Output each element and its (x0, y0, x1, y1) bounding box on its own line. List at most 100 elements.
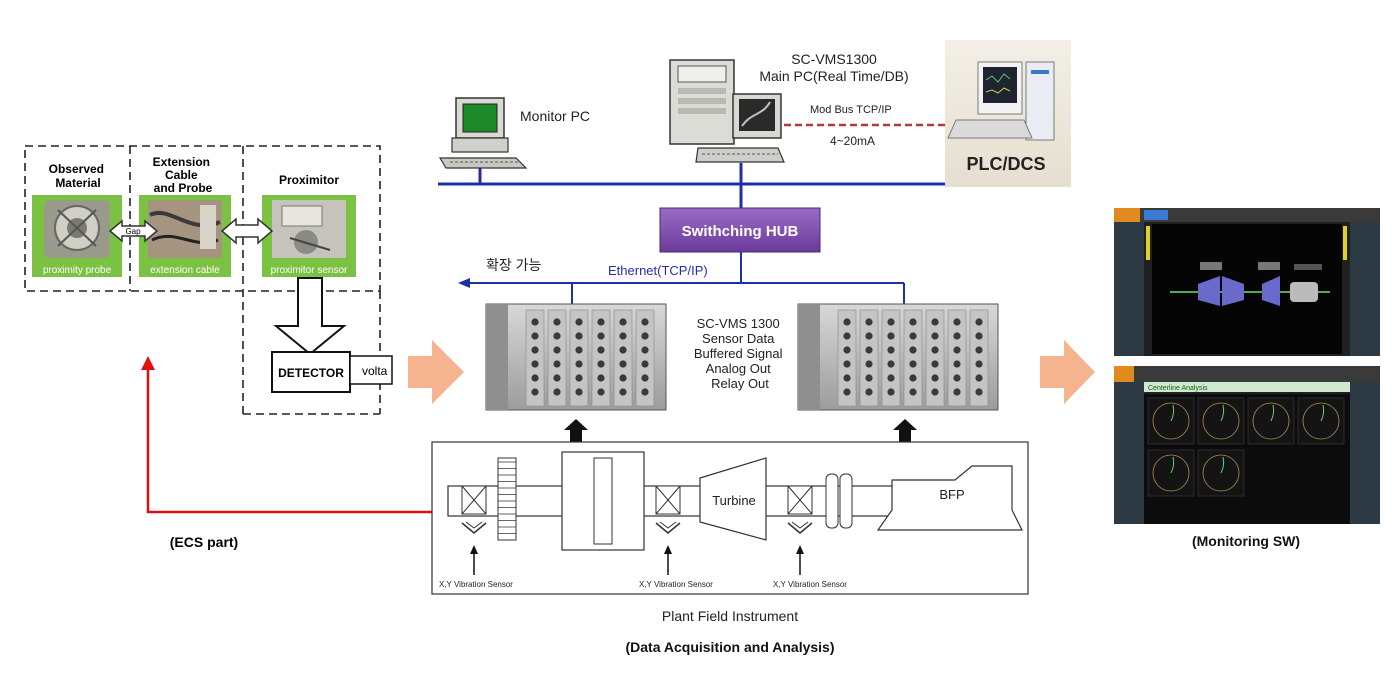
extension-cable-caption: extension cable (150, 265, 220, 276)
rack-connector (931, 318, 939, 326)
bfp-shape (876, 465, 1023, 531)
rack-connector (909, 318, 917, 326)
centerline-analysis-title: Centerline Analysis (1148, 385, 1208, 392)
rack-description: SC-VMS 1300 Sensor Data Buffered Signal … (694, 316, 786, 391)
rack-connector (975, 346, 983, 354)
proximitor-sensor-caption: proximitor sensor (271, 265, 348, 276)
ethernet-label: Ethernet(TCP/IP) (608, 263, 708, 278)
network: 확장 가능 Ethernet(TCP/IP) (438, 163, 1010, 304)
rack-connector (597, 374, 605, 382)
observed-material-label: Observed Material (49, 162, 108, 190)
sensor-label-3: X,Y Vibration Sensor (773, 580, 847, 589)
rack-connector (553, 360, 561, 368)
detector-box (271, 351, 351, 393)
rack-connector (575, 360, 583, 368)
rack-connector (641, 318, 649, 326)
bfp-label: BFP (939, 487, 964, 502)
rack-connector (641, 360, 649, 368)
rack-connector (953, 374, 961, 382)
rack-connector (575, 346, 583, 354)
rack-connector (843, 346, 851, 354)
down-arrow-to-detector (273, 277, 347, 356)
hub-label: Swithching HUB (682, 223, 799, 240)
rack-right (797, 303, 999, 411)
rack-connector (975, 374, 983, 382)
rack-connector (843, 332, 851, 340)
rack-connector (953, 346, 961, 354)
vibration-sensor-icon (787, 522, 813, 534)
plc-dcs: PLC/DCS (945, 40, 1071, 187)
rack-connector (531, 360, 539, 368)
expand-label: 확장 가능 (486, 257, 542, 273)
gap-label: Gap (125, 227, 141, 236)
turbine-shape (699, 457, 767, 541)
rack-connector (909, 360, 917, 368)
turbine-label: Turbine (712, 493, 756, 508)
rack-connector (865, 360, 873, 368)
rack-connector (909, 374, 917, 382)
main-pc-title: SC-VMS1300 (791, 51, 877, 67)
rack-connector (953, 318, 961, 326)
rack-connector (887, 360, 895, 368)
rack-connector (975, 388, 983, 396)
rack-connector (931, 374, 939, 382)
rack-connector (865, 388, 873, 396)
centerline-plot (1202, 402, 1240, 440)
rack-connector (553, 388, 561, 396)
plant-diagram: Turbine BFP X,Y Vibration Sensor X,Y Vib… (431, 441, 1029, 595)
centerline-plot (1152, 454, 1190, 492)
rack-connector (931, 360, 939, 368)
rack-connector (975, 318, 983, 326)
rack-connector (887, 318, 895, 326)
centerline-plot (1202, 454, 1240, 492)
daq-caption: (Data Acquisition and Analysis) (626, 639, 835, 655)
proximity-probe-caption: proximity probe (43, 265, 112, 276)
rack-connector (597, 346, 605, 354)
rack-connector (553, 374, 561, 382)
rack-connector (619, 360, 627, 368)
rack-connector (909, 388, 917, 396)
rack-connector (619, 374, 627, 382)
rack-connector (953, 332, 961, 340)
rack-connector (597, 388, 605, 396)
rack-connector (619, 346, 627, 354)
rack-connector (575, 318, 583, 326)
rack-connector (887, 346, 895, 354)
detector-label: DETECTOR (278, 366, 344, 380)
rack-connector (575, 332, 583, 340)
sensor-chain: Observed Material Extension Cable and Pr… (24, 145, 393, 415)
centerline-plot (1252, 402, 1290, 440)
monitoring-screen-2: Centerline Analysis (1114, 366, 1380, 524)
rack-connector (865, 318, 873, 326)
monitor-pc: Monitor PC (438, 97, 590, 169)
feedback-loop (141, 356, 432, 514)
proximitor-sensor-photo: proximitor sensor (262, 195, 356, 277)
rack-connector (931, 332, 939, 340)
proximity-probe-photo: proximity probe (32, 195, 122, 277)
rack-connector (843, 374, 851, 382)
up-arrow-right (893, 419, 917, 444)
centerline-plot (1152, 402, 1190, 440)
monitor-pc-label: Monitor PC (520, 108, 590, 124)
sensor-label-2: X,Y Vibration Sensor (639, 580, 713, 589)
rack-left (485, 303, 667, 411)
up-arrow-left (564, 419, 588, 444)
rack-connector (975, 332, 983, 340)
rack-connector (531, 318, 539, 326)
rack-connector (641, 388, 649, 396)
rack-connector (975, 360, 983, 368)
rack-connector (641, 374, 649, 382)
vibration-sensor-icon (655, 522, 681, 534)
rack-connector (597, 332, 605, 340)
flow-arrow-left (408, 340, 464, 404)
rack-connector (597, 318, 605, 326)
rack-connector (531, 374, 539, 382)
rack-connector (909, 346, 917, 354)
sensor-label-1: X,Y Vibration Sensor (439, 580, 513, 589)
plc-label: PLC/DCS (966, 154, 1045, 174)
extension-cable-photo: extension cable (139, 195, 231, 277)
flow-arrow-right (1040, 340, 1095, 404)
rack-connector (553, 318, 561, 326)
rack-connector (887, 374, 895, 382)
rack-connector (843, 360, 851, 368)
